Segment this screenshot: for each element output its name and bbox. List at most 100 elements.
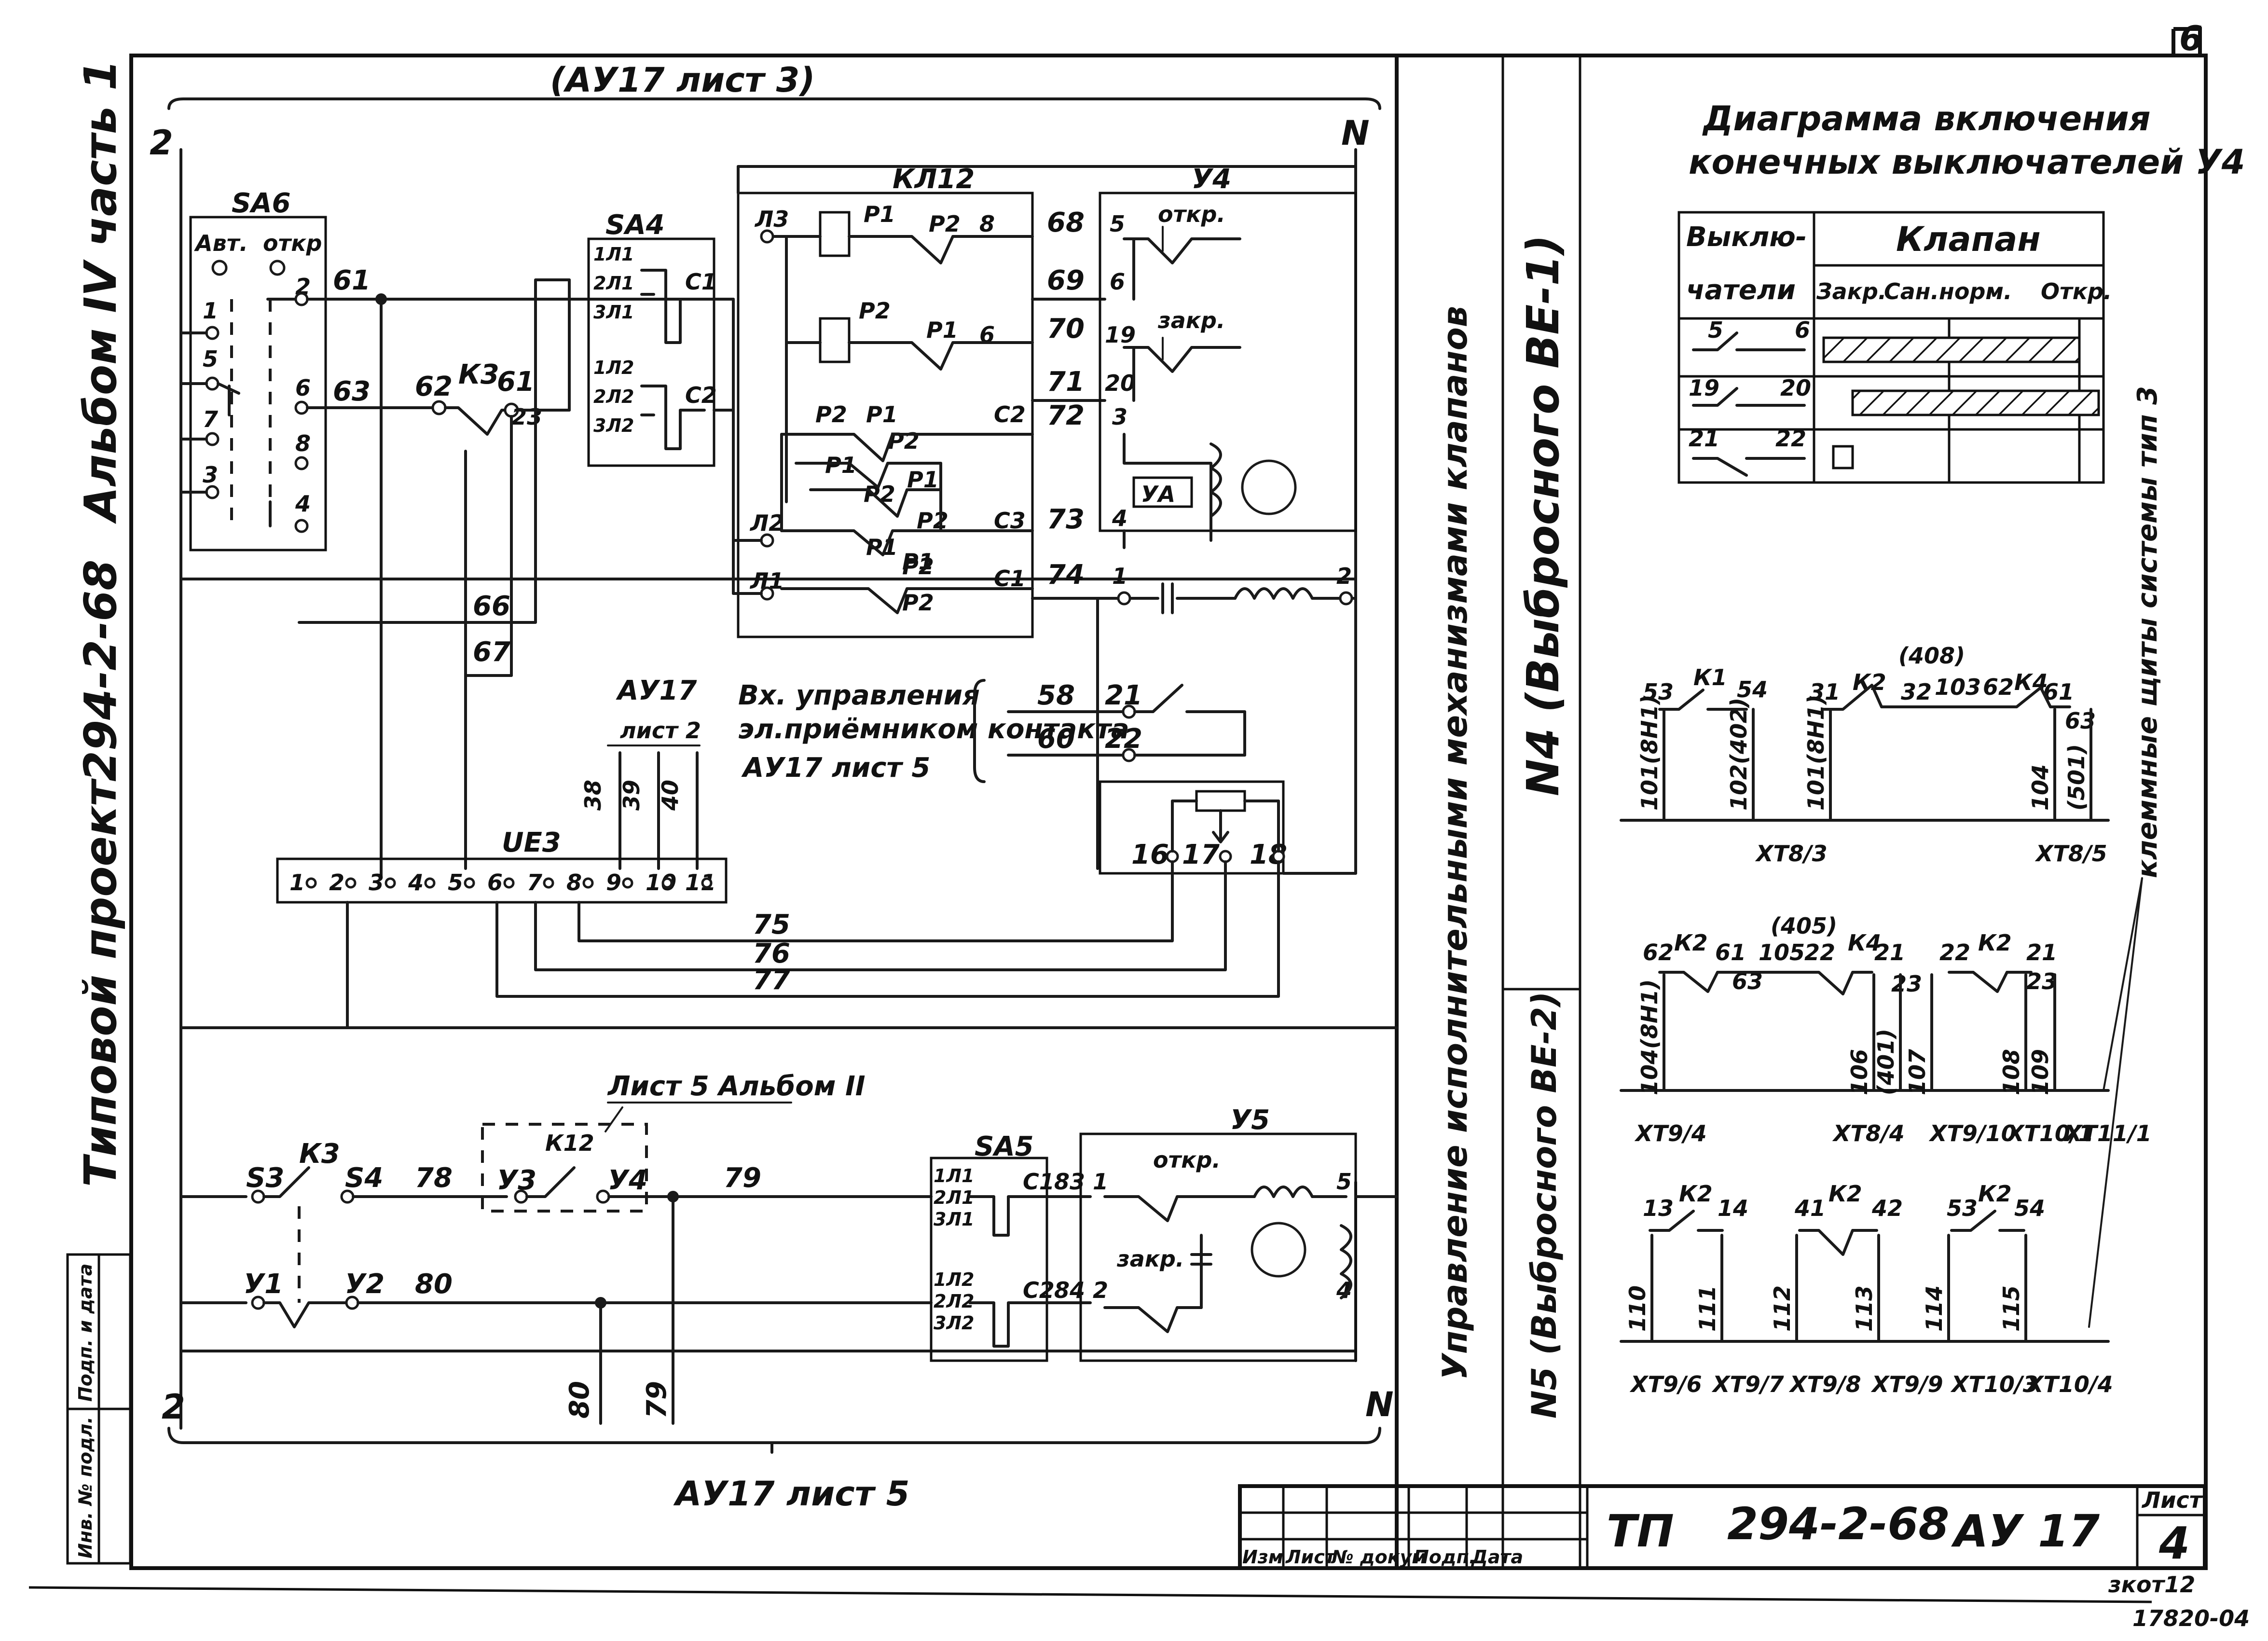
y4-n1: 1 [1112,563,1127,589]
table-row2-a: 19 [1689,375,1719,401]
term-strip: ХТ9/6 [1629,1371,1702,1397]
diagram-title-1: Диаграмма включения [1702,99,2151,138]
term-strip: ХТ10/4 [2025,1371,2113,1397]
sa6-contact-6: 6 [295,375,311,401]
term-label: 54 [2014,1195,2045,1221]
terminals-side-label: клеммные щиты системы тип 3 [2132,386,2163,878]
diagram-title-2: конечных выключателей У4 [1689,142,2245,182]
table-col-valve: Клапан [1896,220,2041,259]
tb-note1: зкот12 [2108,1572,2195,1598]
wire-71: 71 [1047,366,1085,398]
lower-w80: 80 [415,1269,453,1300]
caption-n5: N5 (Выбросного ВЕ-2) [1525,992,1564,1419]
k3-w23: 23 [511,404,542,430]
schematic: (АУ17 лист 3) 2 N SA6 Авт. откр 1 2 5 6 … [150,60,1398,1514]
table-row1-b: 6 [1795,317,1810,343]
wire-69: 69 [1047,265,1085,296]
sa6-name: SA6 [232,188,291,219]
kl12-c2: С2 [994,401,1026,427]
y4-name: У4 [1192,164,1231,195]
term-label: 32 [1901,679,1932,705]
term-label: 53 [1947,1195,1978,1221]
tb-h-date: Дата [1471,1546,1523,1568]
lower-k12: К12 [545,1130,594,1156]
margin-project-code: 294-2-68 [75,560,126,782]
sa5-term-3l2: 3Л2 [934,1312,974,1334]
term-label: 22 [1939,939,1970,965]
kl12-name: КЛ12 [893,164,975,195]
term-strip: ХТ10/3 [1950,1371,2038,1397]
table-sub-closed: Закр. [1816,278,1886,304]
wire-66-label: 66 [473,591,510,622]
ext-w22: 22 [1105,723,1142,755]
term-label: 22 [1804,939,1835,965]
sa4-term-2l1: 2Л1 [593,273,634,294]
bus-right-bottom: N [1365,1385,1394,1424]
lower-sa5: SA5 [975,1131,1034,1162]
ext-line1: Вх. управления [738,680,980,711]
sa6-contact-1: 1 [203,298,218,324]
term-wire: 113 [1851,1285,1877,1332]
term-label: 13 [1643,1195,1674,1221]
sa6-contact-8: 8 [295,430,311,456]
wire-75: 75 [753,909,790,940]
ue3-pin-terminal [503,877,515,889]
term-label: К2 [1679,1181,1713,1207]
ue3-pin-1: 1 [289,869,305,896]
margin-project-type: Типовой проект [75,778,126,1187]
ext-w21: 21 [1105,680,1142,711]
sa6-contact-3: 3 [203,462,218,488]
ue3-pin-terminal [464,877,475,889]
lower-v79: 79 [641,1381,673,1419]
bus-right-top: N [1341,113,1370,153]
term-label: 23 [1891,971,1922,997]
ue3-pin-3: 3 [369,869,384,896]
k3-w61: 61 [497,366,535,398]
bottom-caption: АУ17 лист 5 [673,1474,909,1514]
sheet-corner-number: 6 [2179,19,2203,58]
term-wire: (401) [1873,1029,1899,1095]
wire-68: 68 [1047,207,1085,238]
term-label: 61 [1715,939,1746,965]
kl12-p2g: Р2 [902,553,934,579]
term-strip: ХТ9/10 [1928,1120,2017,1146]
y4-n4: 4 [1112,505,1127,531]
term-wire: 114 [1921,1285,1947,1332]
term-strip: ХТ11/1 [2063,1120,2152,1146]
stamp-sign: Подп. и дата [75,1264,96,1402]
switch-table: Выклю- чатели Клапан Закр. Сан.норм. Отк… [1677,211,2112,484]
ext-line3: АУ17 лист 5 [741,752,930,784]
term-label: 62 [1983,674,2014,700]
y4-n20: 20 [1105,370,1136,396]
term-label: К2 [1828,1181,1862,1207]
caption-n4: N4 (Выбросного ВЕ-1) [1517,234,1569,796]
kl12-p2d: Р2 [888,428,920,454]
term-wire: 111 [1694,1285,1720,1332]
tb-note2: 17820-04 [2132,1605,2250,1631]
term-strip: ХТ8/3 [1755,841,1828,867]
term-label: К2 [1853,669,1886,695]
sa4-term-3l2: 3Л2 [593,415,634,436]
table-row2-b: 20 [1780,375,1811,401]
bus-left-bottom: 2 [162,1387,185,1427]
kl12-relay-block: КЛ12 Л3 Л2 Л1 Р1 Р2 8 Р2 Р1 6 Р2 Р1 Р2 С… [732,164,1034,638]
term-label: К4 [1848,930,1882,956]
switch-diagram: Диаграмма включения конечных выключателе… [1677,99,2245,484]
term-label: К2 [1978,930,2012,956]
term-wire: 115 [1998,1285,2024,1332]
margin-album: Альбом IV часть 1 [75,60,126,524]
sa5-term-1l2: 1Л2 [934,1269,974,1290]
term-label: 103 [1935,674,1981,700]
term-strip: ХТ8/4 [1832,1120,1905,1146]
ue3-pin-terminal [543,877,554,889]
kl12-p1b: Р1 [926,317,958,343]
au17-sheet: лист 2 [620,717,701,744]
table-sub-open: Откр. [2041,278,2112,304]
stamp-inv: Инв. № подл. [75,1417,96,1558]
y4-n5: 5 [1110,211,1125,237]
lower-n5: 5 [1336,1169,1352,1195]
term-label: (405) [1771,913,1837,939]
ue3-pin-6: 6 [487,869,503,896]
sa4-term-3l1: 3Л1 [593,302,634,323]
